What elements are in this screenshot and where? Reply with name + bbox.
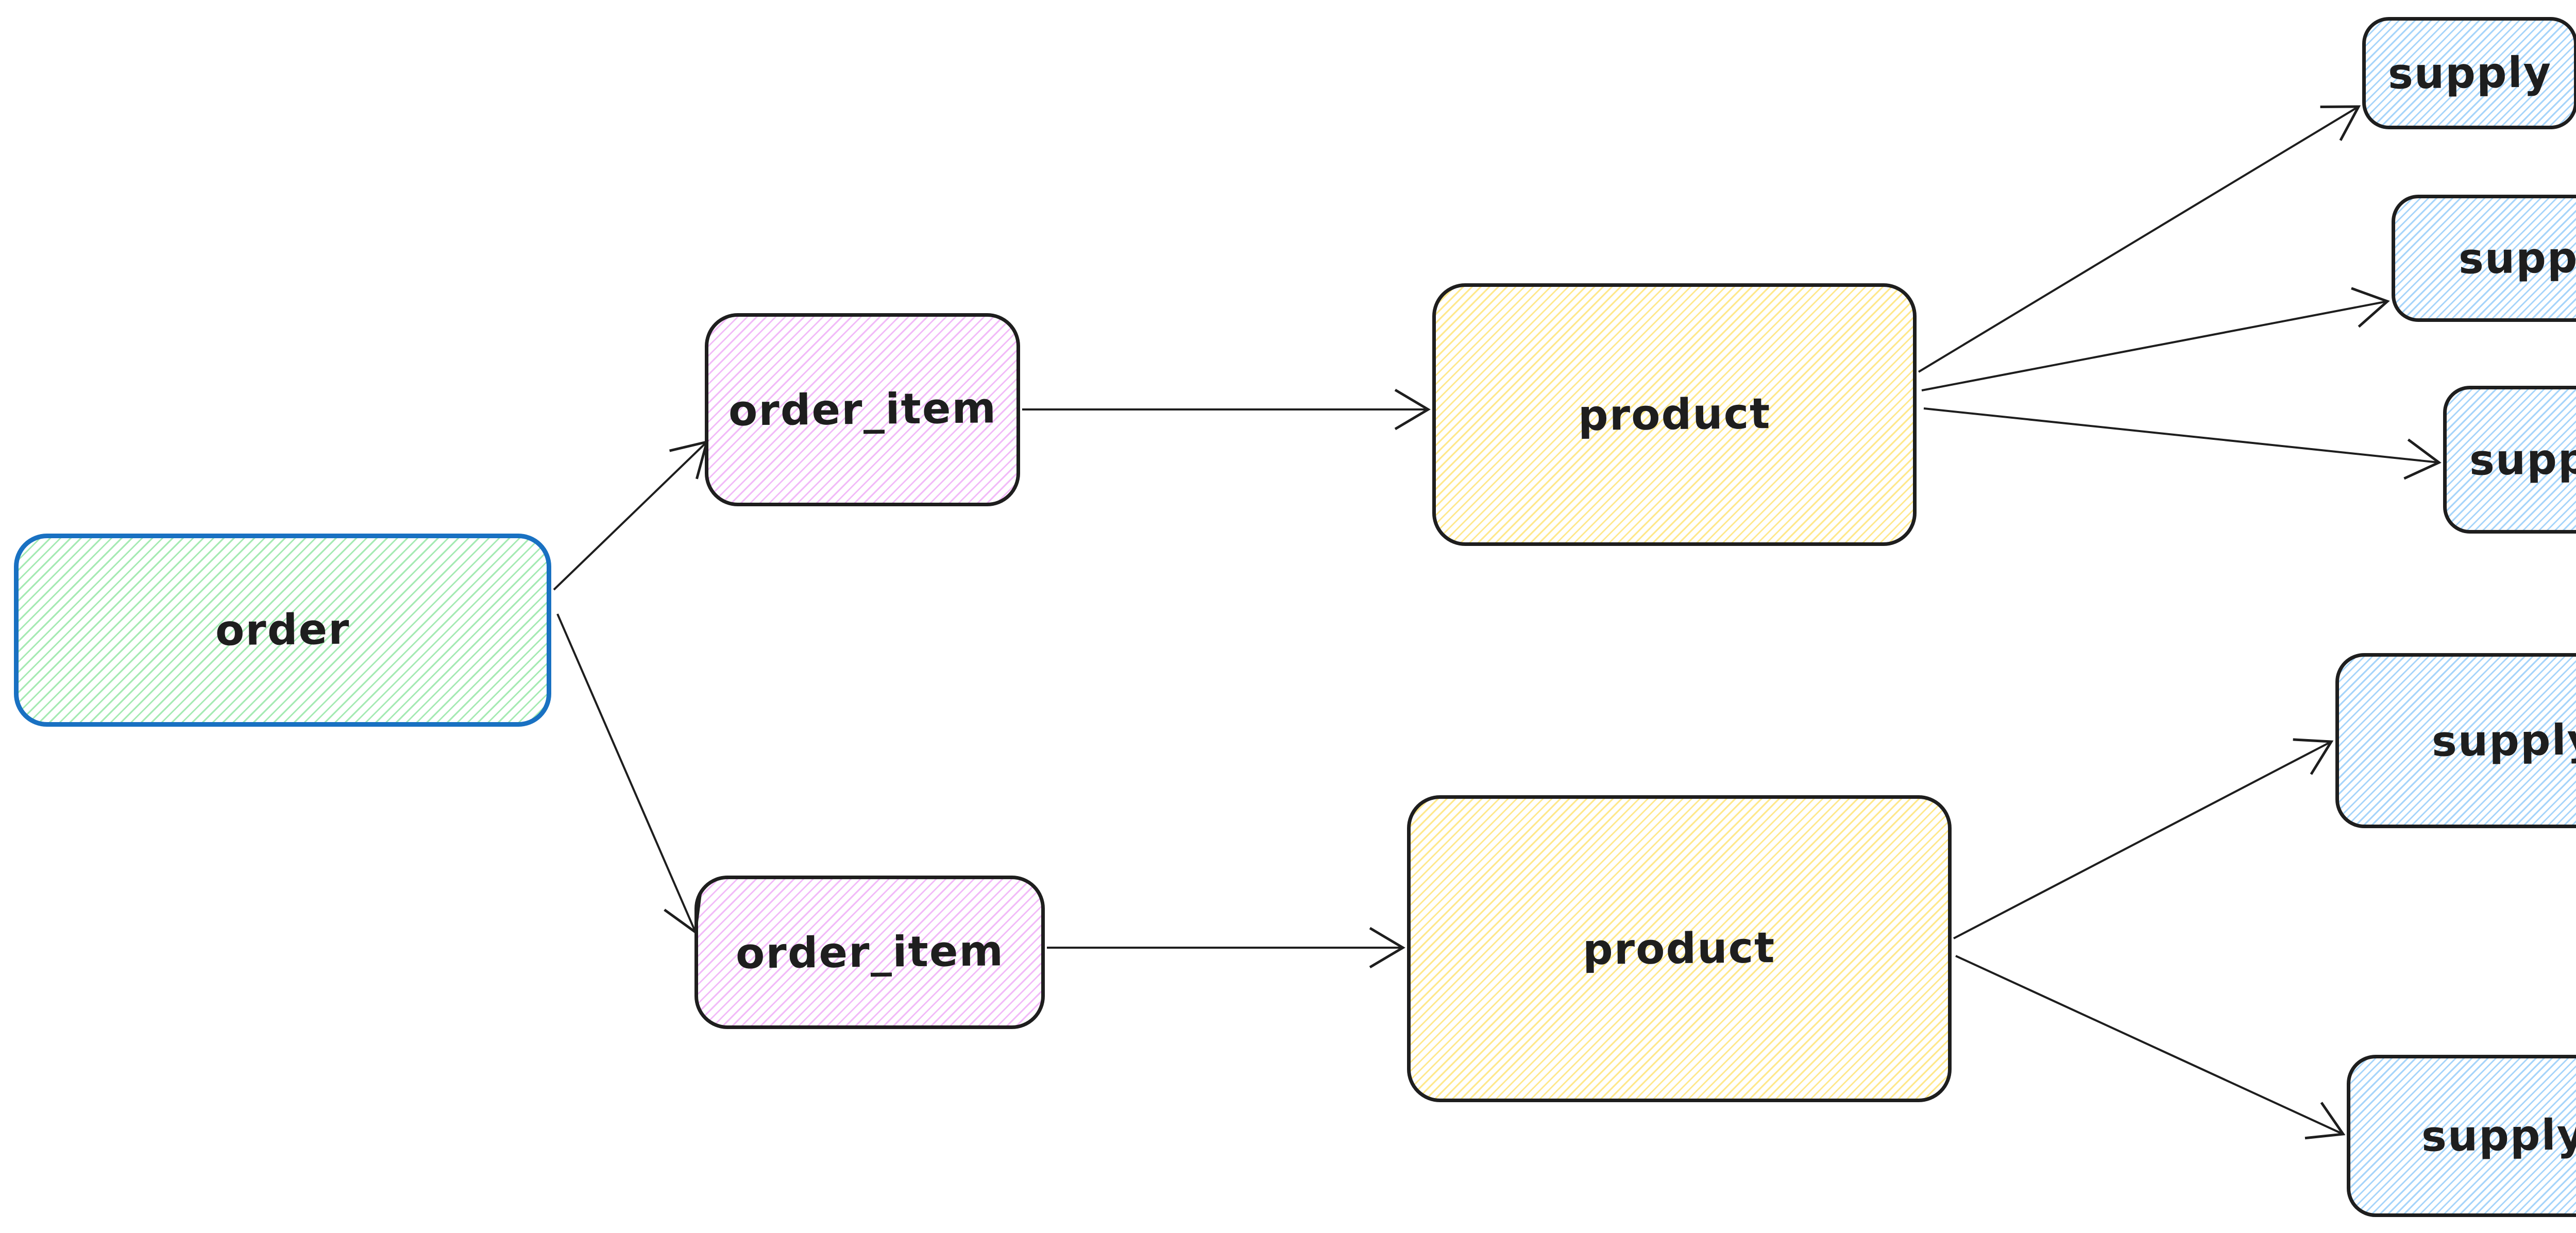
node-order-item-top[interactable]: order_item <box>705 313 1020 506</box>
arrow-product-top-to-supply-3[interactable] <box>1923 407 2442 480</box>
arrow-product-bottom-to-supply-5[interactable] <box>1955 955 2346 1140</box>
node-supply-2[interactable]: supply <box>2392 195 2576 322</box>
node-order[interactable]: order <box>14 534 551 727</box>
arrow-order-to-order-item-bottom[interactable] <box>556 613 702 935</box>
node-product-top[interactable]: product <box>1432 283 1917 546</box>
node-supply-1[interactable]: supply <box>2362 17 2576 129</box>
node-supply-5[interactable]: supply <box>2347 1055 2576 1217</box>
arrow-product-top-to-supply-1[interactable] <box>1918 105 2361 373</box>
arrow-order-to-order-item-top[interactable] <box>553 440 709 591</box>
node-product-bottom[interactable]: product <box>1407 795 1952 1102</box>
arrow-product-top-to-supply-2[interactable] <box>1921 287 2390 391</box>
arrow-product-bottom-to-supply-4[interactable] <box>1953 738 2334 939</box>
node-supply-4[interactable]: supply <box>2335 653 2576 828</box>
node-supply-3[interactable]: supply <box>2443 386 2576 534</box>
node-order-item-bottom[interactable]: order_item <box>694 876 1045 1029</box>
